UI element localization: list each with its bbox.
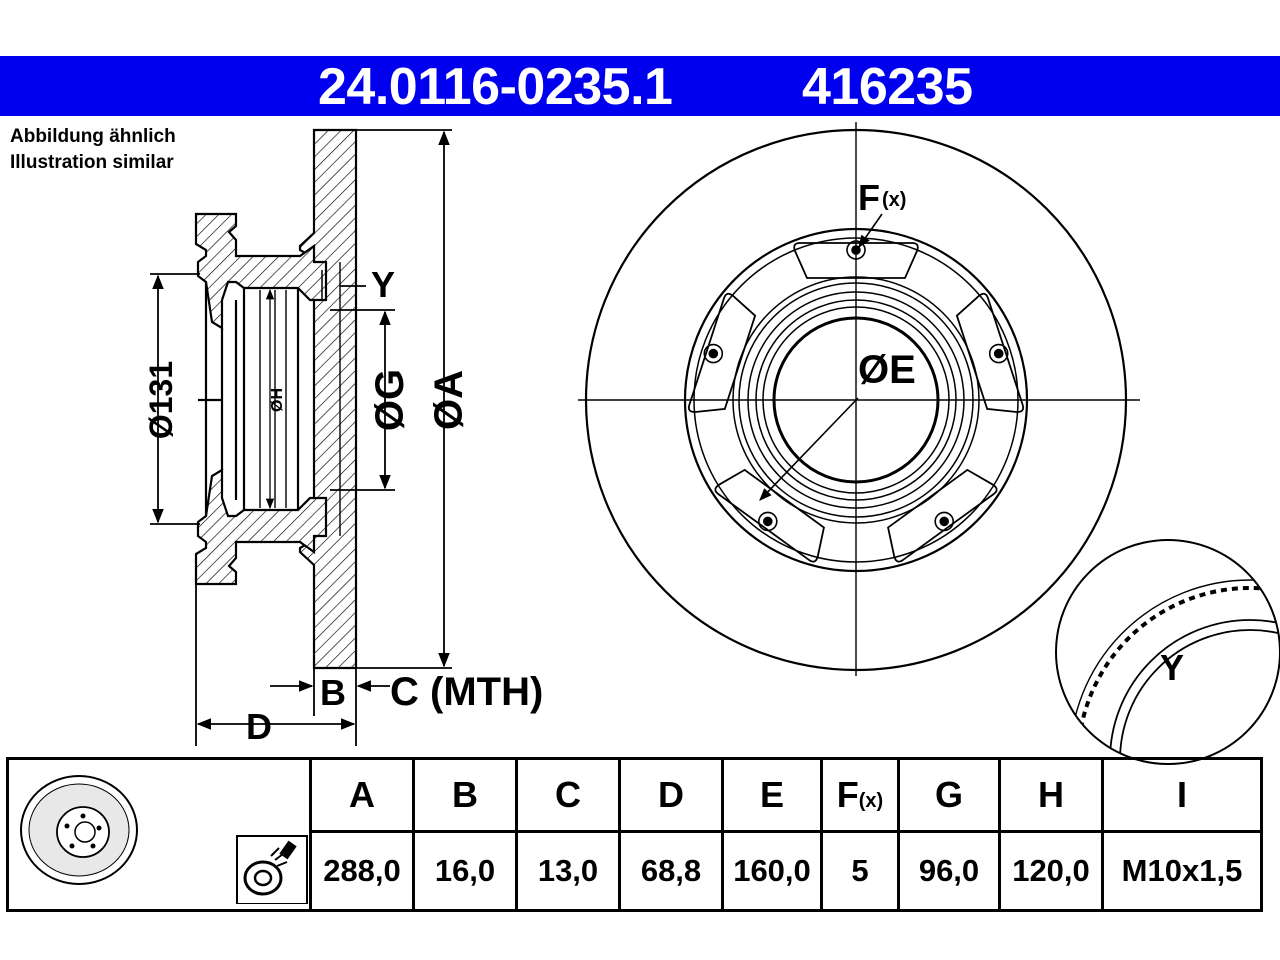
label-y-side: Y: [371, 264, 395, 305]
header-a: A: [309, 757, 415, 833]
bolt-pattern: [687, 242, 1025, 563]
spray-icon: [236, 835, 308, 905]
dimension-lines-side: [150, 129, 452, 746]
disc-outer-edge: [584, 128, 1128, 672]
reference-number: 416235: [802, 58, 973, 116]
illustration-note: Abbildung ähnlich Illustration similar: [10, 124, 176, 176]
label-dia-131: Ø131: [143, 361, 179, 439]
value-g: 96,0: [897, 829, 1001, 913]
product-thumbnail-cell: [6, 757, 312, 912]
header-d: D: [618, 757, 724, 833]
label-f-sub: (x): [882, 189, 906, 211]
header-h: H: [998, 757, 1104, 833]
value-a: 288,0: [309, 829, 415, 913]
title-bar: 24.0116-0235.1 416235: [0, 56, 1280, 116]
center-bore: [772, 316, 940, 484]
header-e: E: [721, 757, 823, 833]
bolt-holes: [703, 240, 1009, 532]
table-header-row: A B C D E F(x) G H I: [6, 757, 1263, 912]
header-b: B: [412, 757, 518, 833]
value-d: 68,8: [618, 829, 724, 913]
value-e: 160,0: [721, 829, 823, 913]
label-dia-h: ØH: [269, 388, 286, 412]
header-i: I: [1101, 757, 1263, 833]
dimensions-table: A B C D E F(x) G H I 288,0 16,0 13,0 68,…: [6, 757, 1263, 913]
value-f: 5: [820, 829, 900, 913]
label-c-mth: C (MTH): [390, 670, 543, 714]
label-d: D: [246, 706, 272, 747]
article-number: 24.0116-0235.1: [318, 58, 673, 116]
bore-outline: [198, 282, 300, 516]
header-g: G: [897, 757, 1001, 833]
label-y-detail: Y: [1160, 647, 1184, 688]
rotor-ring-section: [298, 128, 358, 670]
disc-thumbnail-icon: [20, 775, 308, 905]
front-view: [578, 122, 1140, 676]
hat-outer: [683, 227, 1029, 573]
label-f: F: [858, 177, 880, 218]
hub-section-upper: [194, 212, 328, 330]
note-line-de: Abbildung ähnlich: [10, 126, 176, 147]
side-section-view: [194, 128, 358, 670]
value-i: M10x1,5: [1101, 829, 1263, 913]
table-value-row: 288,0 16,0 13,0 68,8 160,0 5 96,0 120,0 …: [8, 829, 1263, 913]
label-b: B: [320, 672, 346, 713]
note-line-en: Illustration similar: [10, 152, 174, 173]
label-dia-a: ØA: [427, 370, 471, 430]
value-b: 16,0: [412, 829, 518, 913]
value-c: 13,0: [515, 829, 621, 913]
header-f: F(x): [820, 757, 900, 833]
label-dia-e: ØE: [858, 348, 916, 392]
value-h: 120,0: [998, 829, 1104, 913]
label-dia-g: ØG: [368, 369, 412, 431]
hub-section-lower: [194, 468, 328, 586]
header-c: C: [515, 757, 621, 833]
